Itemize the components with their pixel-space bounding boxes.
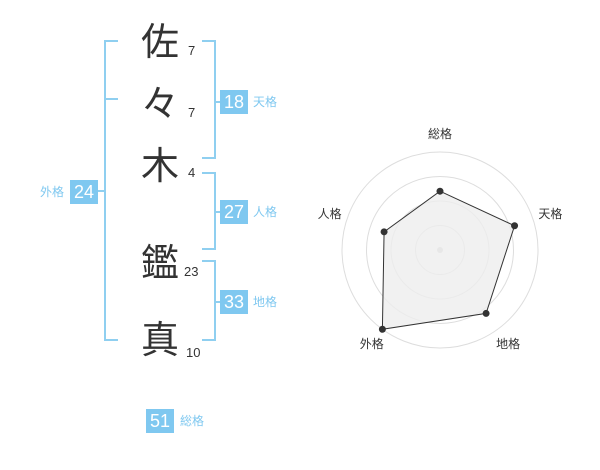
soukaku-score-badge: 51 xyxy=(146,409,174,433)
name-char-3: 木 xyxy=(140,144,179,188)
tenkaku-bracket-stub xyxy=(214,101,222,103)
radar-series-polygon xyxy=(381,190,516,330)
stroke-count-2: 7 xyxy=(188,105,196,120)
chikaku-bracket-stub xyxy=(214,301,222,303)
jinkaku-bracket-bottom xyxy=(202,248,216,250)
radar-ring-4 xyxy=(341,151,539,349)
radar-axis-label-3: 地格 xyxy=(496,336,520,351)
gaikaku-bracket-stub xyxy=(98,190,106,192)
jinkaku-score-badge: 27 xyxy=(220,200,248,224)
stroke-count-1: 7 xyxy=(188,43,196,58)
radar-point-3 xyxy=(482,309,490,317)
jinkaku-bracket-top xyxy=(202,172,216,174)
tenkaku-bracket-vertical xyxy=(214,40,216,159)
chikaku-label: 地格 xyxy=(253,295,278,309)
radar-ring-3 xyxy=(366,176,514,324)
tenkaku-label: 天格 xyxy=(253,95,278,109)
name-char-1: 佐 xyxy=(140,20,179,64)
name-char-4: 鑑 xyxy=(140,241,179,285)
radar-point-2 xyxy=(511,222,519,230)
tenkaku-bracket-top xyxy=(202,40,216,42)
tenkaku-bracket-bottom xyxy=(202,157,216,159)
gaikaku-bracket-top xyxy=(104,40,118,42)
gaikaku-bracket-mid xyxy=(104,98,118,100)
gaikaku-score-badge: 24 xyxy=(70,180,98,204)
gaikaku-bracket-bottom xyxy=(104,339,118,341)
chikaku-score-badge: 33 xyxy=(220,290,248,314)
name-char-5: 真 xyxy=(140,318,179,362)
jinkaku-bracket-stub xyxy=(214,211,222,213)
radar-axis-label-4: 外格 xyxy=(360,336,384,351)
tenkaku-score-badge: 18 xyxy=(220,90,248,114)
radar-point-4 xyxy=(378,325,386,333)
stroke-count-5: 10 xyxy=(186,345,201,360)
soukaku-label: 総格 xyxy=(180,414,205,428)
radar-axis-label-5: 人格 xyxy=(318,206,342,221)
name-char-2: 々 xyxy=(140,82,179,126)
radar-axis-label-1: 総格 xyxy=(428,126,452,141)
radar-axis-label-2: 天格 xyxy=(538,206,562,221)
radar-point-5 xyxy=(380,228,388,236)
gaikaku-label: 外格 xyxy=(40,185,65,199)
chikaku-bracket-bottom xyxy=(202,339,216,341)
stroke-count-3: 4 xyxy=(188,165,196,180)
chikaku-bracket-vertical xyxy=(214,260,216,341)
jinkaku-label: 人格 xyxy=(253,205,278,219)
chikaku-bracket-top xyxy=(202,260,216,262)
stroke-count-4: 23 xyxy=(184,264,199,279)
radar-point-1 xyxy=(436,187,444,195)
